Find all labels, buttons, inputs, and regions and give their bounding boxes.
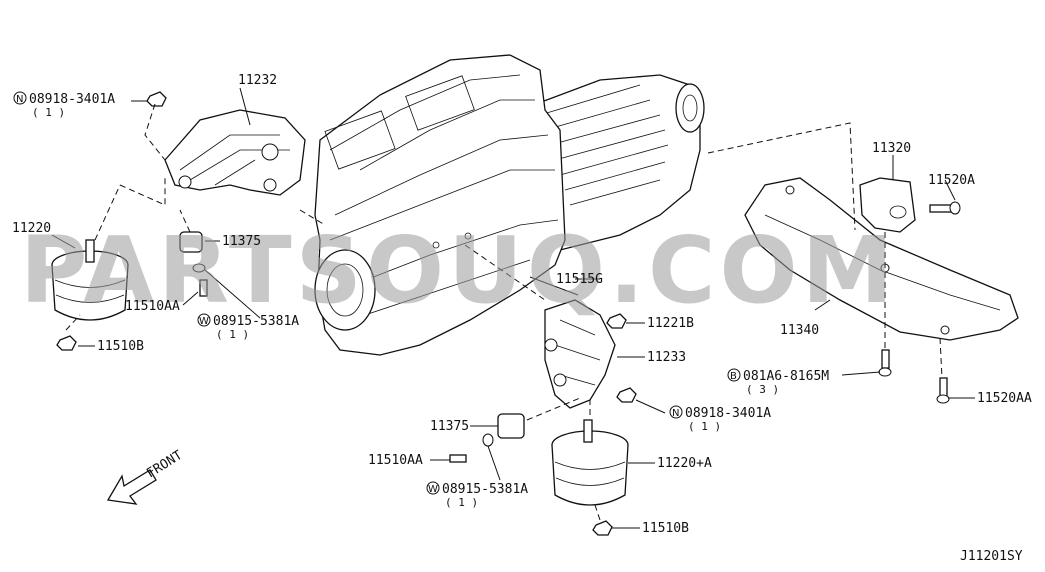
- label-11220: 11220: [12, 221, 51, 236]
- left-bracket-11232: [164, 109, 306, 196]
- hex-nut-top: [146, 91, 167, 107]
- insulator-11220A: [551, 419, 629, 506]
- label-11375-top: 11375: [222, 234, 261, 249]
- prefix-w-top: W: [199, 316, 209, 327]
- label-11340: 11340: [780, 323, 819, 338]
- label-08918-3401A-bottom: 08918-3401A: [685, 406, 771, 421]
- front-label: FRONT: [144, 448, 185, 482]
- spacer-11375-bottom: [497, 413, 525, 439]
- prefix-n-top: N: [16, 94, 23, 105]
- label-11520A: 11520A: [928, 173, 975, 188]
- crossmember-11340: [744, 177, 1019, 341]
- label-11232: 11232: [238, 73, 277, 88]
- bolt-081A6: [878, 349, 892, 377]
- nut-11221B: [606, 313, 627, 329]
- prefix-w-bottom: W: [428, 484, 438, 495]
- spacer-11375-top: [179, 231, 203, 253]
- insulator-11320: [859, 177, 916, 233]
- label-11221B: 11221B: [647, 316, 694, 331]
- qty-08918-3401A-top: ( 1 ): [32, 106, 65, 119]
- qty-08915-5381A-bottom: ( 1 ): [445, 496, 478, 509]
- label-11510B-top: 11510B: [97, 339, 144, 354]
- bolt-11520A: [929, 201, 961, 215]
- prefix-b: B: [730, 371, 737, 382]
- stud-11515G: [529, 276, 579, 296]
- washer-bottom: [482, 433, 494, 447]
- right-bracket-11233: [544, 299, 616, 409]
- qty-081A6-8165M: ( 3 ): [746, 383, 779, 396]
- bolt-11510AA-top: [192, 263, 208, 297]
- bolt-11520AA: [936, 377, 950, 404]
- prefix-n-bottom: N: [672, 408, 679, 419]
- label-081A6-8165M: 081A6-8165M: [743, 369, 829, 384]
- label-11233: 11233: [647, 350, 686, 365]
- label-11510AA-top: 11510AA: [125, 299, 180, 314]
- insulator-11220: [51, 239, 129, 321]
- label-11220A: 11220+A: [657, 456, 712, 471]
- qty-08915-5381A-top: ( 1 ): [216, 328, 249, 341]
- nut-11510B-bottom: [592, 520, 613, 536]
- bolt-11510AA-bottom: [449, 454, 467, 463]
- engine-transmission-illustration: [314, 54, 705, 356]
- label-11520AA: 11520AA: [977, 391, 1032, 406]
- label-08915-5381A-bottom: 08915-5381A: [442, 482, 528, 497]
- watermark: PARTSOUQ.COM: [20, 217, 897, 324]
- nut-08918-bottom: [616, 387, 637, 403]
- label-08918-3401A-top: 08918-3401A: [29, 92, 115, 107]
- label-08915-5381A-top: 08915-5381A: [213, 314, 299, 329]
- label-11320: 11320: [872, 141, 911, 156]
- label-11375-bottom: 11375: [430, 419, 469, 434]
- label-11515G: 11515G: [556, 272, 603, 287]
- front-arrow: FRONT: [106, 448, 185, 505]
- label-11510AA-bottom: 11510AA: [368, 453, 423, 468]
- label-11510B-bottom: 11510B: [642, 521, 689, 536]
- qty-08918-3401A-bottom: ( 1 ): [688, 420, 721, 433]
- diagram-code: J11201SY: [960, 549, 1023, 564]
- nut-11510B-top: [56, 335, 77, 351]
